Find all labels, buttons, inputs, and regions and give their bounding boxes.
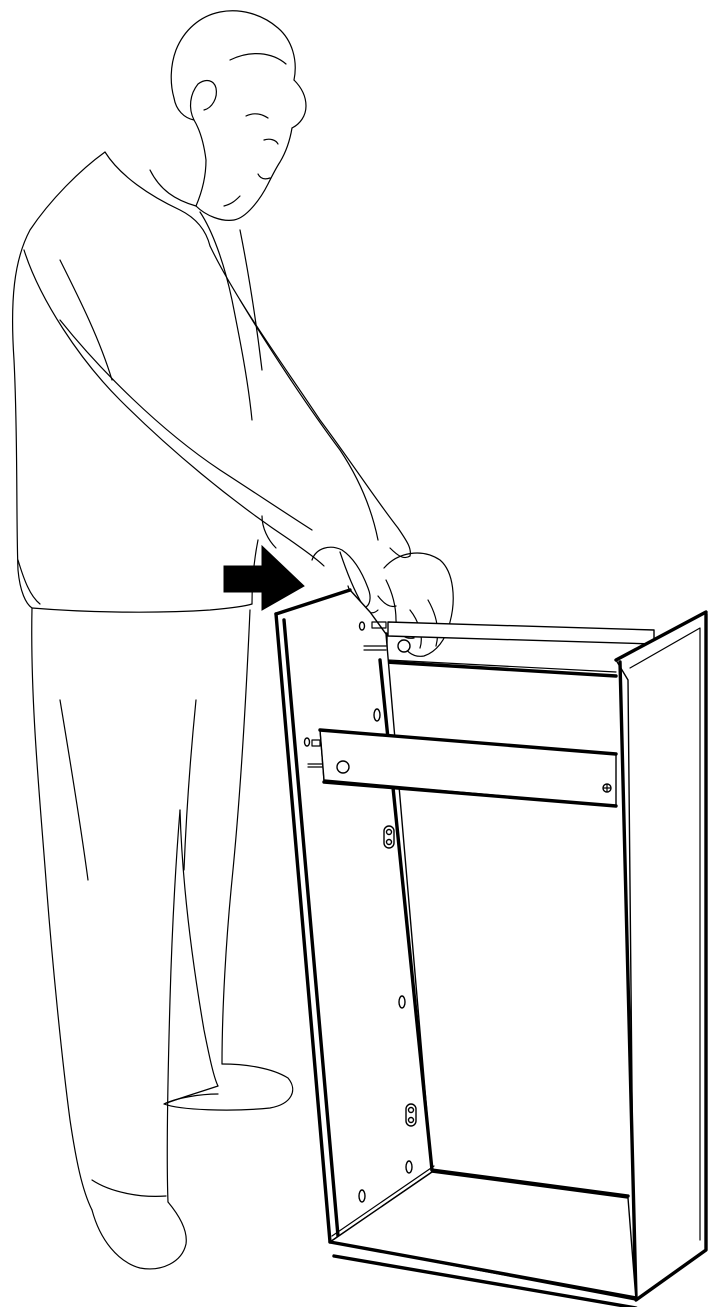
arrow-icon xyxy=(224,546,304,610)
top-back-rail xyxy=(388,622,654,644)
bookcase-frame xyxy=(276,590,706,1307)
person-arms xyxy=(24,246,410,566)
person-torso xyxy=(13,152,262,612)
person-legs xyxy=(32,608,293,1269)
person-head xyxy=(171,11,306,221)
left-side-panel xyxy=(276,590,432,1242)
rail-hole-left xyxy=(337,761,349,773)
